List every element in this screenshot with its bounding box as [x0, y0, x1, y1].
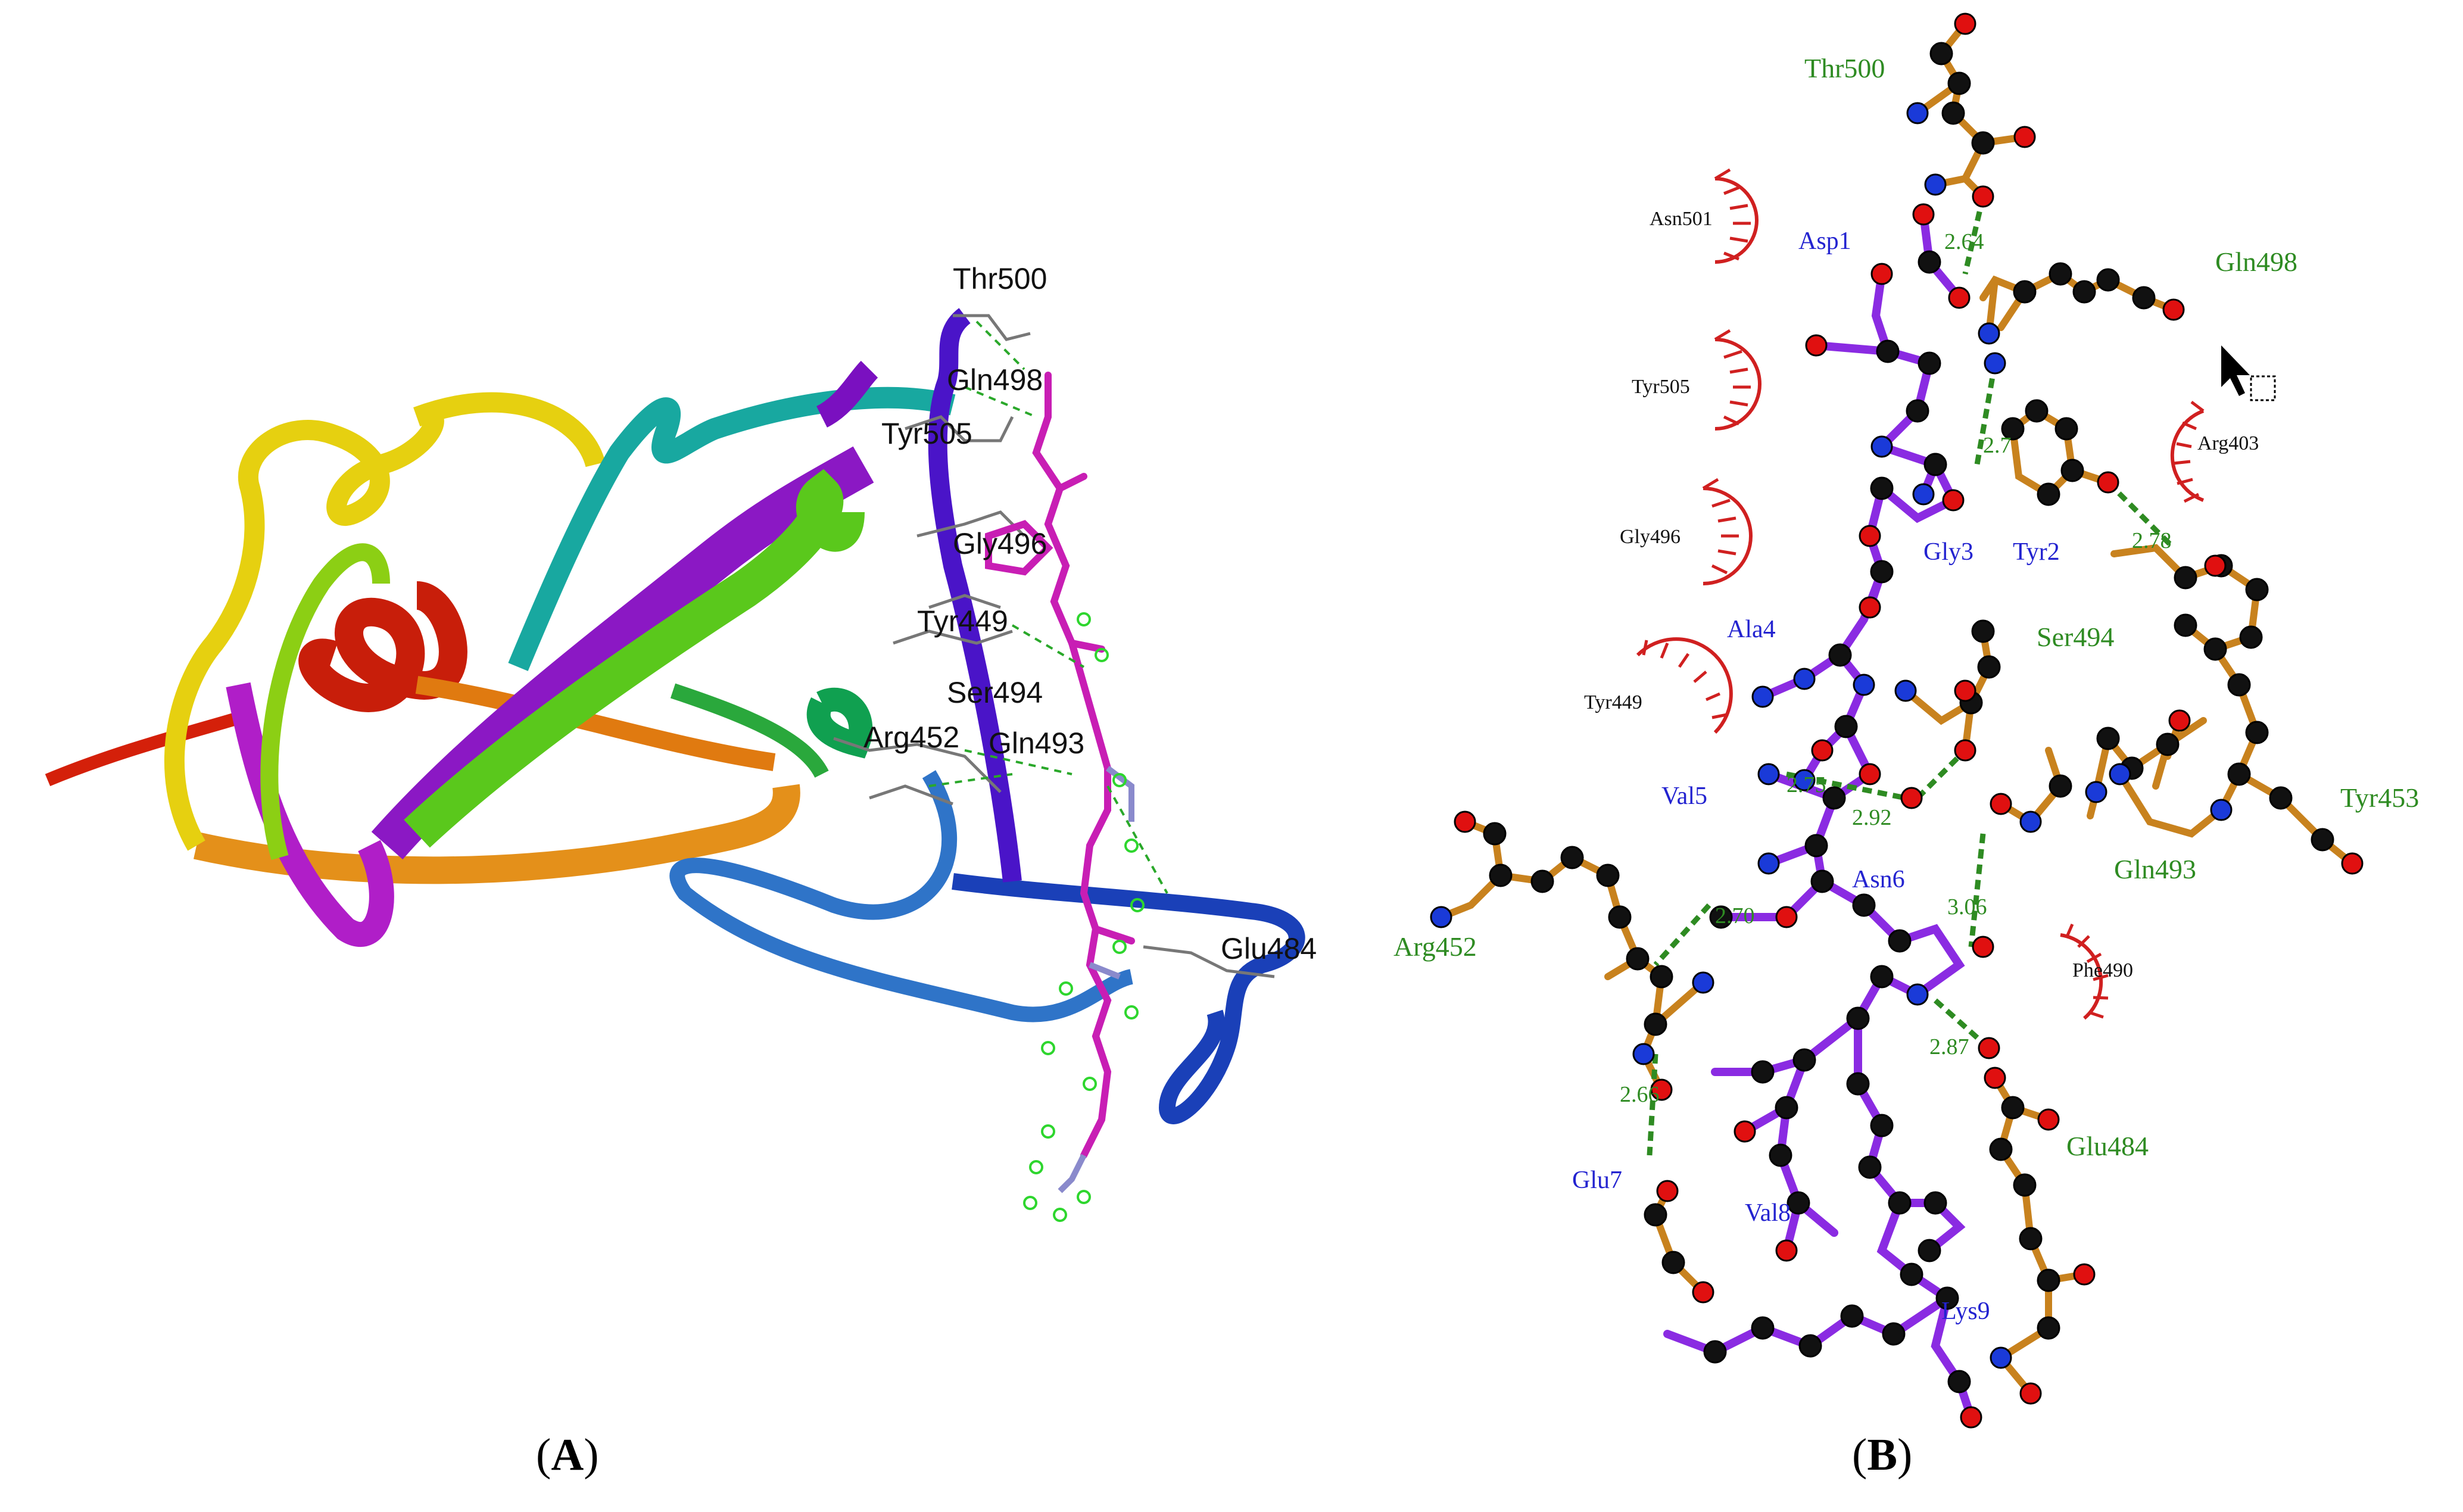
ribbon-orange-strand: [415, 676, 776, 771]
caption-open-paren: (: [1852, 1430, 1867, 1480]
distance-label: 2.64: [1944, 229, 1984, 254]
hbond-label-ser494: Ser494: [2037, 622, 2114, 652]
ribbon-yellow-loop: [164, 392, 606, 851]
hydrophobic-label-asn501: Asn501: [1650, 208, 1713, 230]
ligand-label-asn6: Asn6: [1852, 866, 1905, 893]
distance-label: 2.7: [1983, 433, 2012, 458]
ligand-stick-model: [985, 372, 1135, 1159]
ligand-bonds: [1663, 210, 1975, 1421]
ribbon-red-tail: [45, 708, 252, 787]
ligand-backbone-grey: [1058, 766, 1134, 1193]
ligand-label-gly3: Gly3: [1923, 538, 1973, 566]
hbond-label-thr500: Thr500: [1804, 53, 1885, 83]
ligand-label-tyr2: Tyr2: [2013, 538, 2060, 566]
distance-label: 2.70: [1715, 903, 1755, 928]
atoms-oxygen: [1454, 13, 2364, 1429]
label-3d-8: Glu484: [1221, 932, 1317, 965]
label-3d-5: Ser494: [947, 676, 1043, 709]
ligand-label-ala4: Ala4: [1727, 616, 1776, 643]
panel-b-ligplot: Asp1 Tyr2 Gly3 Ala4 Val5 Asn6 Glu7 Val8 …: [1393, 13, 2419, 1429]
hydrophobic-arcs: [1636, 168, 2205, 1020]
hbond-dashes-3d: [928, 320, 1168, 894]
ribbon-green-helix: [806, 687, 873, 759]
ribbon-purple-tip: [816, 360, 878, 428]
panel-a-caption: (A): [536, 1429, 599, 1481]
caption-open-paren: (: [536, 1430, 551, 1480]
distance-label: 2.92: [1852, 805, 1892, 830]
label-3d-0: Thr500: [953, 262, 1047, 295]
label-3d-4: Tyr449: [917, 604, 1008, 638]
ribbon-green-loop: [670, 683, 829, 778]
distance-label: 2.78: [2132, 528, 2172, 553]
caption-letter: B: [1867, 1430, 1898, 1480]
hbond-label-tyr453: Tyr453: [2340, 783, 2419, 813]
ribbon-lime-loop: [260, 543, 390, 861]
panel-a-ribbon-structure: Thr500 Gln498 Tyr505 Gly496 Tyr449 Ser49…: [45, 262, 1317, 1222]
atoms-carbon: [1483, 42, 2334, 1393]
distance-label: 2.66: [1620, 1082, 1660, 1107]
label-3d-3: Gly496: [953, 527, 1047, 560]
hbond-label-gln498: Gln498: [2215, 247, 2297, 277]
ligand-hydrogen-atoms: [1023, 612, 1145, 1222]
hydrophobic-label-phe490: Phe490: [2072, 959, 2133, 981]
caption-close-paren: ): [584, 1430, 599, 1480]
ribbon-navy-loop: [952, 873, 1305, 1124]
atoms-nitrogen: [1430, 102, 2233, 1369]
ligand-label-glu7: Glu7: [1572, 1167, 1622, 1194]
ribbon-magenta-strand: [226, 682, 394, 947]
distance-label: 2.87: [1929, 1034, 1969, 1059]
hbond-label-gln493: Gln493: [2114, 854, 2196, 884]
caption-close-paren: ): [1897, 1430, 1913, 1480]
hbond-label-glu484: Glu484: [2066, 1131, 2149, 1161]
ligand-label-val5: Val5: [1661, 783, 1707, 810]
ribbon-red-helix: [298, 581, 467, 712]
distance-label: 2.75: [1787, 772, 1826, 797]
ligand-label-lys9: Lys9: [1941, 1298, 1990, 1325]
label-3d-6: Arg452: [863, 721, 959, 754]
panel-b-caption: (B): [1852, 1429, 1912, 1481]
hydrophobic-label-tyr505: Tyr505: [1632, 376, 1690, 398]
ribbon-orange-sheet: [194, 784, 800, 884]
hydrophobic-label-gly496: Gly496: [1620, 526, 1681, 548]
hydrophobic-label-arg403: Arg403: [2197, 432, 2259, 454]
sidechain-sticks: [833, 314, 1275, 978]
ribbon-teal-loop: [508, 386, 956, 671]
label-3d-1: Gln498: [947, 363, 1043, 397]
ribbon-blue-loop: [669, 770, 1134, 1022]
ligand-label-asp1: Asp1: [1798, 227, 1851, 255]
hydrophobic-label-tyr449: Tyr449: [1584, 691, 1642, 713]
hbond-label-arg452: Arg452: [1393, 931, 1477, 962]
ribbon-green-sheet: [404, 469, 865, 848]
label-3d-7: Gln493: [989, 727, 1084, 760]
distance-label: 3.06: [1947, 894, 1987, 919]
label-3d-2: Tyr505: [881, 417, 972, 450]
caption-letter: A: [551, 1430, 584, 1480]
ligand-label-val8: Val8: [1745, 1199, 1791, 1227]
mouse-cursor-icon: [2221, 345, 2276, 401]
